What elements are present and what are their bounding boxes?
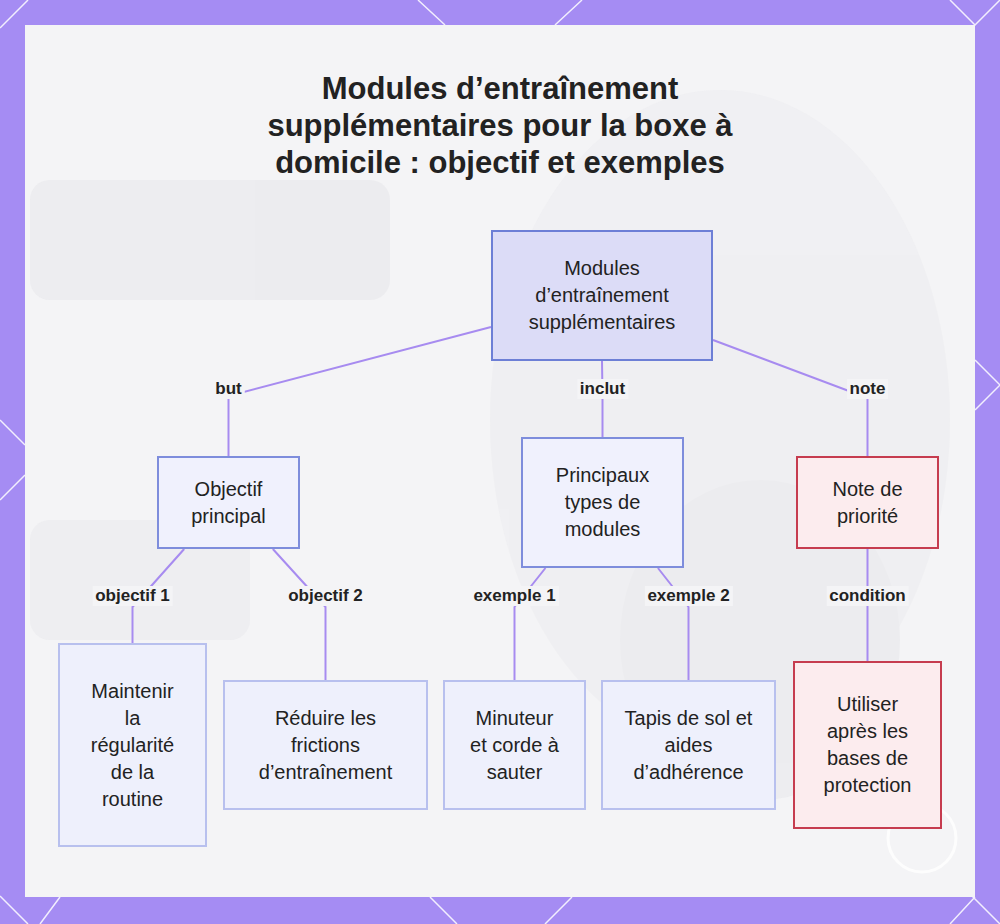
node-text: Modules d’entraînement supplémentaires xyxy=(505,255,699,336)
node-text: Minuteur et corde à sauter xyxy=(465,705,564,786)
objective-box: Maintenir la régularité de la routine xyxy=(58,643,207,847)
condition-box: Utiliser après les bases de protection xyxy=(793,661,942,829)
panel xyxy=(25,25,975,897)
example-box: Tapis de sol et aides d’adhérence xyxy=(601,680,776,810)
connector xyxy=(713,340,868,456)
edge-label: objectif 2 xyxy=(285,586,366,606)
note-box: Note de priorité xyxy=(796,456,939,549)
connector xyxy=(658,568,689,680)
node-text: Maintenir la régularité de la routine xyxy=(82,678,183,813)
node-text: Tapis de sol et aides d’adhérence xyxy=(623,705,754,786)
node-text: Note de priorité xyxy=(810,476,925,530)
category-box: Principaux types de modules xyxy=(521,437,684,568)
connector xyxy=(273,549,326,680)
node-text: Réduire les frictions d’entraînement xyxy=(245,705,406,786)
connector xyxy=(601,361,604,437)
node-text: Principaux types de modules xyxy=(535,462,670,543)
node-text: Utiliser après les bases de protection xyxy=(815,691,920,799)
objective-box: Réduire les frictions d’entraînement xyxy=(223,680,428,810)
edge-label: exemple 1 xyxy=(470,586,558,606)
connector xyxy=(229,327,492,456)
example-box: Minuteur et corde à sauter xyxy=(443,680,586,810)
edge-label: objectif 1 xyxy=(92,586,173,606)
connector xyxy=(515,568,546,680)
edge-label: but xyxy=(212,379,244,399)
node-text: Objectif principal xyxy=(171,476,286,530)
edge-label: exemple 2 xyxy=(644,586,732,606)
corner-line xyxy=(0,0,1000,28)
edge-label: inclut xyxy=(577,379,628,399)
edge-label: note xyxy=(847,379,889,399)
category-box: Objectif principal xyxy=(157,456,300,549)
corner-line xyxy=(0,896,1000,924)
photo-blur xyxy=(30,180,390,300)
root-box: Modules d’entraînement supplémentaires xyxy=(491,230,713,361)
diagram-title: Modules d’entraînement supplémentaires p… xyxy=(220,70,780,181)
edge-label: condition xyxy=(826,586,908,606)
